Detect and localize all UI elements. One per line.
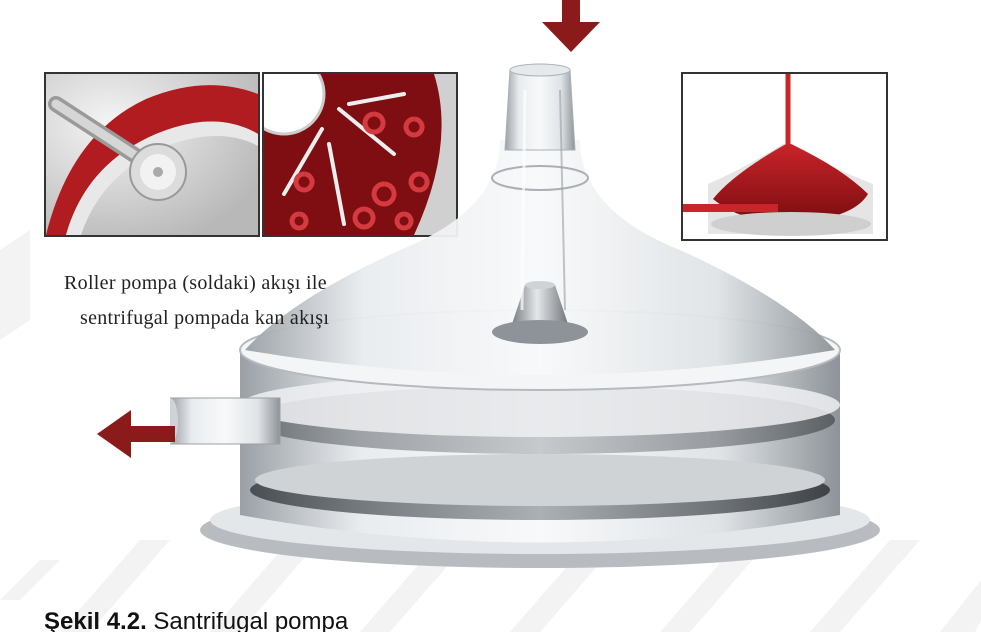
figure-title: Santrifugal pompa [153, 612, 348, 632]
figure-caption: Şekil 4.2. Santrifugal pompa [44, 612, 348, 632]
figure-number: Şekil 4.2. [44, 612, 147, 632]
inflow-arrow-icon [540, 0, 602, 52]
caption-line-2: sentrifugal pompada kan akışı [80, 307, 329, 330]
caption-line-1: Roller pompa (soldaki) akışı ile [64, 272, 327, 295]
outflow-arrow-icon [95, 408, 175, 460]
